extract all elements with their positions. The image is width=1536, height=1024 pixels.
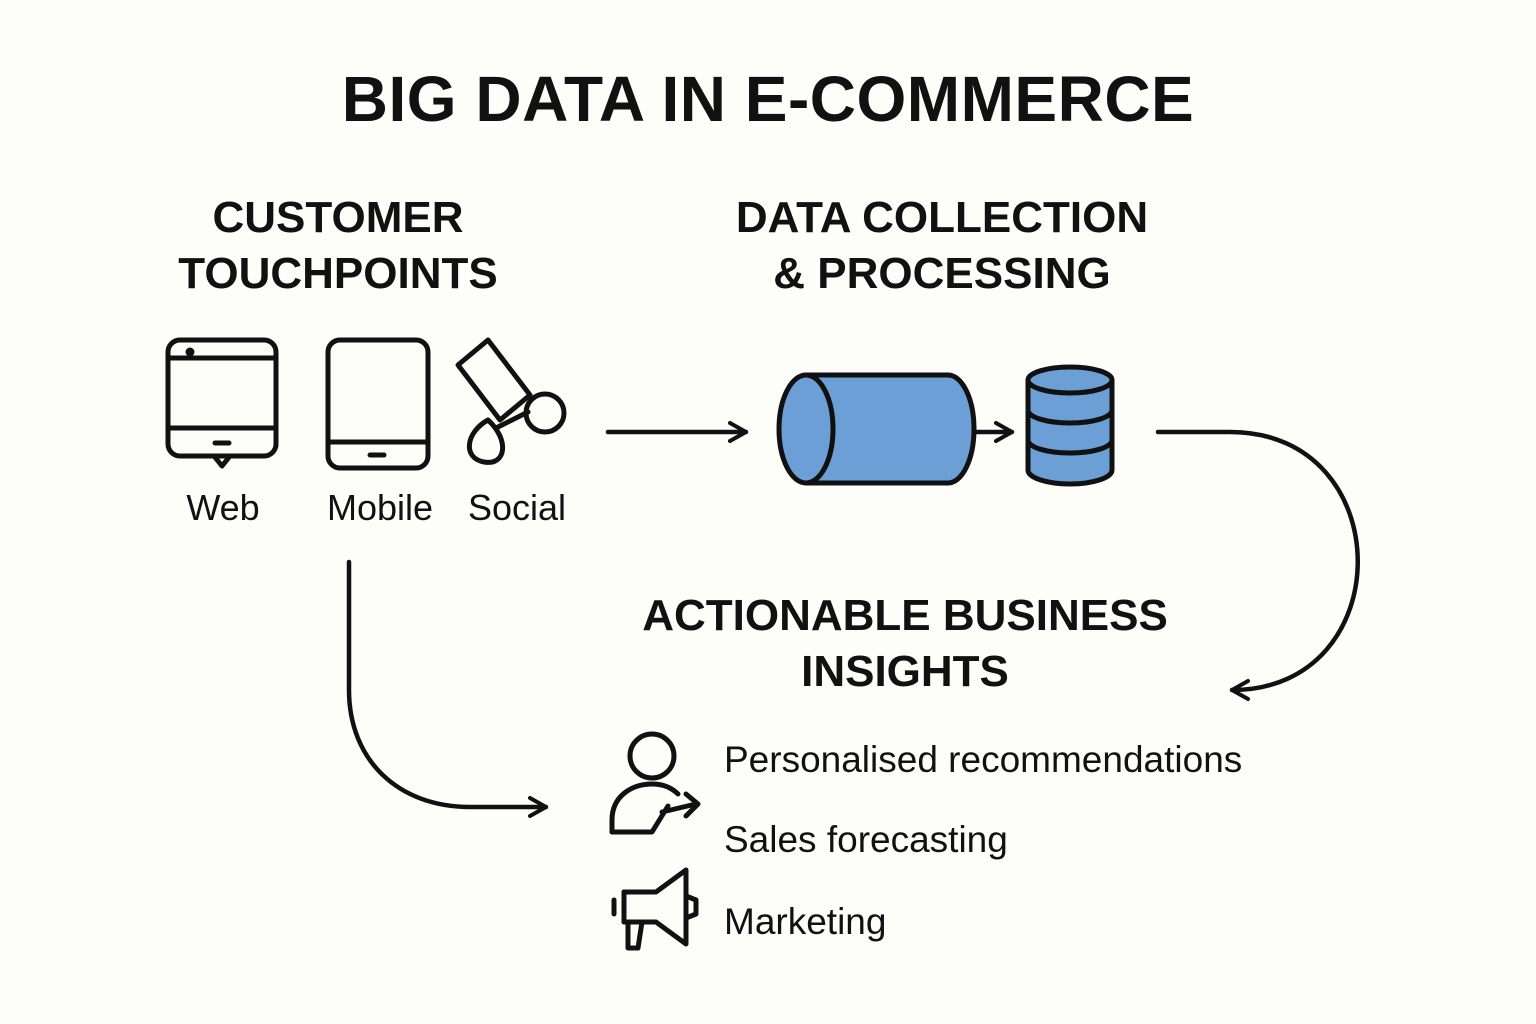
insights-heading-line1: ACTIONABLE BUSINESS (642, 591, 1168, 640)
arrow-to-insights (1155, 429, 1360, 701)
collection-heading: DATA COLLECTION & PROCESSING (700, 190, 1184, 302)
megaphone-icon (611, 867, 699, 951)
touchpoints-heading: CUSTOMER TOUCHPOINTS (160, 190, 516, 302)
channel-label-social: Social (467, 487, 567, 528)
data-pipeline-icon (776, 372, 977, 486)
insight-item-recommendations: Personalised recommendations (724, 739, 1243, 780)
monitor-icon (165, 337, 279, 469)
channel-label-mobile: Mobile (326, 487, 434, 528)
social-share-icon (455, 337, 567, 465)
arrow-touchpoints-to-insights (346, 559, 549, 818)
diagram-title: BIG DATA IN E-COMMERCE (341, 63, 1195, 135)
insights-heading: ACTIONABLE BUSINESS INSIGHTS (610, 588, 1200, 700)
insight-item-sales-forecasting: Sales forecasting (724, 819, 1008, 860)
insight-item-marketing: Marketing (724, 901, 887, 942)
smartphone-icon (325, 337, 431, 471)
collection-heading-line1: DATA COLLECTION (735, 193, 1149, 242)
collection-heading-line2: & PROCESSING (773, 249, 1111, 298)
touchpoints-heading-line1: CUSTOMER (212, 193, 464, 242)
database-icon (1025, 364, 1115, 487)
insights-heading-line2: INSIGHTS (801, 647, 1009, 696)
user-icon (609, 731, 701, 835)
channel-label-web: Web (186, 487, 260, 528)
touchpoints-heading-line2: TOUCHPOINTS (178, 249, 498, 298)
